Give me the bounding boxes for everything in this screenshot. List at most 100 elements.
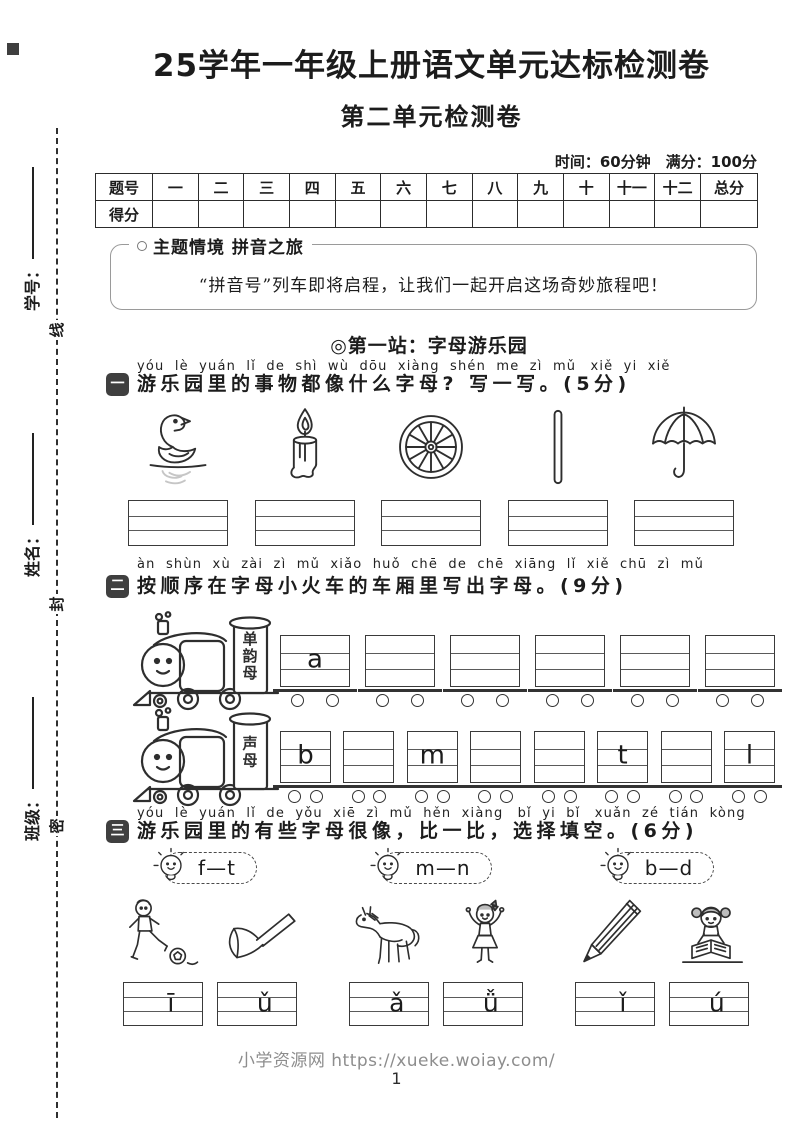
grid-letter: b: [297, 740, 314, 771]
score-table: 题号一二三四五六七八九十十一十二总分得分: [95, 173, 758, 228]
train-car-grid: t: [590, 731, 656, 803]
car-chassis-bar: [443, 689, 527, 692]
score-table-header-cell: 四: [288, 173, 336, 201]
q1-item: [252, 404, 358, 546]
letter-pair-bubble: m—n: [370, 847, 492, 884]
train-car-writing-grid: [365, 635, 435, 687]
score-cell: [654, 200, 701, 228]
car-chassis-bar: [463, 785, 529, 788]
car-wheel: [690, 790, 704, 803]
car-wheel: [750, 694, 764, 707]
train-car-writing-grid: [470, 731, 522, 783]
theme-title: 主题情境 拼音之旅: [129, 233, 312, 258]
letter-pair: f—t: [198, 856, 236, 880]
score-cell: [243, 200, 290, 228]
score-cell: [152, 200, 199, 228]
grid-letter: m: [419, 740, 446, 771]
car-chassis-bar: [528, 689, 612, 692]
car-wheel: [410, 694, 424, 707]
student-id-label: 学号：: [23, 263, 42, 312]
class-field: 班级：: [19, 659, 42, 879]
swan-icon: [130, 404, 226, 494]
score-cell: [197, 200, 245, 228]
q2-text: 按顺序在字母小火车的车厢里写出字母。(9分): [137, 575, 628, 597]
seal-dashed-line: [56, 128, 58, 1118]
boy-kicking-ball-icon: [119, 896, 203, 972]
q3-answer-grid: ú: [669, 982, 749, 1026]
car-wheel: [436, 790, 450, 803]
grid-letter: t: [617, 740, 628, 771]
score-cell: [380, 200, 427, 228]
name-field: 姓名：: [19, 395, 42, 615]
car-chassis-bar: [399, 785, 465, 788]
corner-mark: [7, 43, 19, 55]
train-car-grid: m: [399, 731, 465, 803]
score-table-header-cell: 十一: [608, 173, 656, 201]
car-wheel: [309, 790, 323, 803]
score-cell: [288, 200, 336, 228]
car-wheel: [478, 790, 492, 803]
q3-number-icon: 三: [106, 820, 129, 843]
q3-stem: 三 游乐园里的有些字母很像，比一比，选择填空。(6分): [106, 819, 766, 844]
student-id-blank: [32, 167, 34, 259]
car-chassis-bar: [698, 689, 782, 692]
score-cell: [562, 200, 610, 228]
q1-answer-grid: [254, 500, 355, 546]
page-title: 25学年一年级上册语文单元达标检测卷: [152, 48, 711, 84]
score-cell: [471, 200, 519, 228]
score-table-header-cell: 三: [243, 173, 290, 201]
train-car-grid: [528, 635, 612, 707]
car-chassis-bar: [358, 689, 442, 692]
reading-girl-icon: [669, 896, 753, 972]
train-cars: a: [273, 635, 782, 707]
q1-items: [125, 404, 737, 546]
theme-title-text: 主题情境 拼音之旅: [153, 238, 304, 258]
score-table-header-cell: 六: [380, 173, 427, 201]
q3-answer-grid: ǎ: [349, 982, 429, 1026]
car-wheel: [373, 790, 387, 803]
car-wheel: [563, 790, 577, 803]
group-images: [571, 896, 753, 972]
score-table-corner: 题号: [95, 173, 153, 201]
train-car-grid: [336, 731, 402, 803]
q1-pinyin: yóu lè yuán lǐ de shì wù dōu xiàng shén …: [137, 359, 671, 374]
theme-content: “拼音号”列车即将启程，让我们一起开启这场奇妙旅程吧！: [198, 276, 669, 296]
grid-letter: ǐ: [619, 988, 627, 1018]
score-cell: [517, 200, 564, 228]
q1-text: 游乐园里的事物都像什么字母? 写一写。(5分): [137, 373, 631, 395]
score-table-header-cell: 五: [334, 173, 382, 201]
train-car-grid: b: [273, 731, 338, 803]
theme-box: 主题情境 拼音之旅 “拼音号”列车即将启程，让我们一起开启这场奇妙旅程吧！: [110, 233, 757, 310]
letter-pair: m—n: [415, 856, 471, 880]
car-wheel: [580, 694, 594, 707]
score-table-header-cell: 十: [562, 173, 610, 201]
car-wheel: [753, 790, 767, 803]
circle-icon: [137, 241, 147, 251]
q3-pinyin: yóu lè yuán lǐ de yǒu xiē zì mǔ hěn xiàn…: [137, 806, 746, 821]
horse-icon: [345, 896, 429, 972]
pencil-icon: [571, 896, 655, 972]
q1-answer-grid: [128, 500, 228, 546]
letter-pair-bubble: f—t: [153, 847, 257, 884]
seal-char-mi: 密: [47, 816, 67, 836]
seal-char-line: 线: [47, 320, 67, 340]
car-wheel: [668, 790, 682, 803]
q1-number-icon: 一: [106, 373, 129, 396]
group-images: [345, 896, 527, 972]
car-wheel: [495, 694, 509, 707]
q1-item: [631, 404, 737, 546]
time-score-line: 时间：60分钟 满分：100分: [554, 153, 757, 171]
name-label: 姓名：: [23, 529, 42, 578]
student-id-field: 学号：: [19, 129, 42, 349]
grid-letter: ǚ: [482, 988, 499, 1018]
car-wheel: [541, 790, 555, 803]
score-table-header-cell: 九: [517, 173, 564, 201]
score-table-header-cell: 总分: [700, 173, 758, 201]
train-car-writing-grid: [620, 635, 690, 687]
